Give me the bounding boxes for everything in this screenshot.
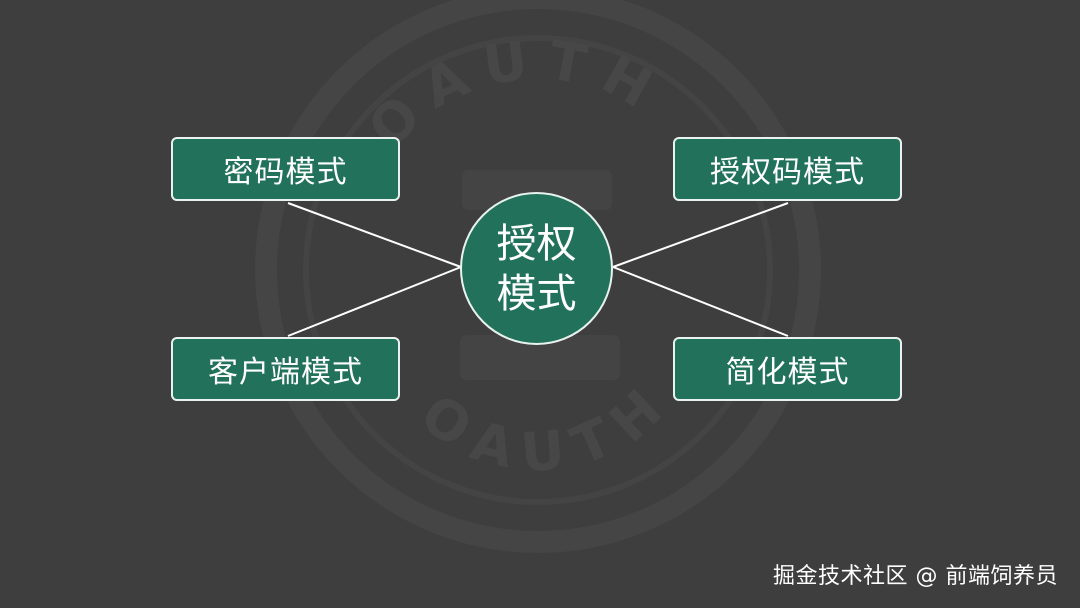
watermark-inner-ring [303,35,773,505]
connector-client [287,266,462,337]
node-client-mode: 客户端模式 [171,337,400,401]
connector-implicit [612,266,789,337]
node-implicit-mode-label: 简化模式 [725,355,850,390]
node-auth-code-mode-label: 授权码模式 [710,155,865,190]
node-password-mode: 密码模式 [171,137,400,201]
node-password-mode-label: 密码模式 [223,155,348,190]
center-node-authorization-modes: 授权 模式 [460,192,613,345]
center-node-line1: 授权 [496,220,577,267]
connector-auth-code [612,202,789,268]
node-auth-code-mode: 授权码模式 [673,137,902,201]
source-credit: 掘金技术社区 @ 前端饲养员 [773,564,1058,589]
watermark-outer-ring [255,0,821,553]
center-node-line2: 模式 [496,270,577,317]
connector-password [287,202,462,268]
node-client-mode-label: 客户端模式 [208,355,363,390]
node-implicit-mode: 简化模式 [673,337,902,401]
watermark-lock-base [460,335,620,380]
